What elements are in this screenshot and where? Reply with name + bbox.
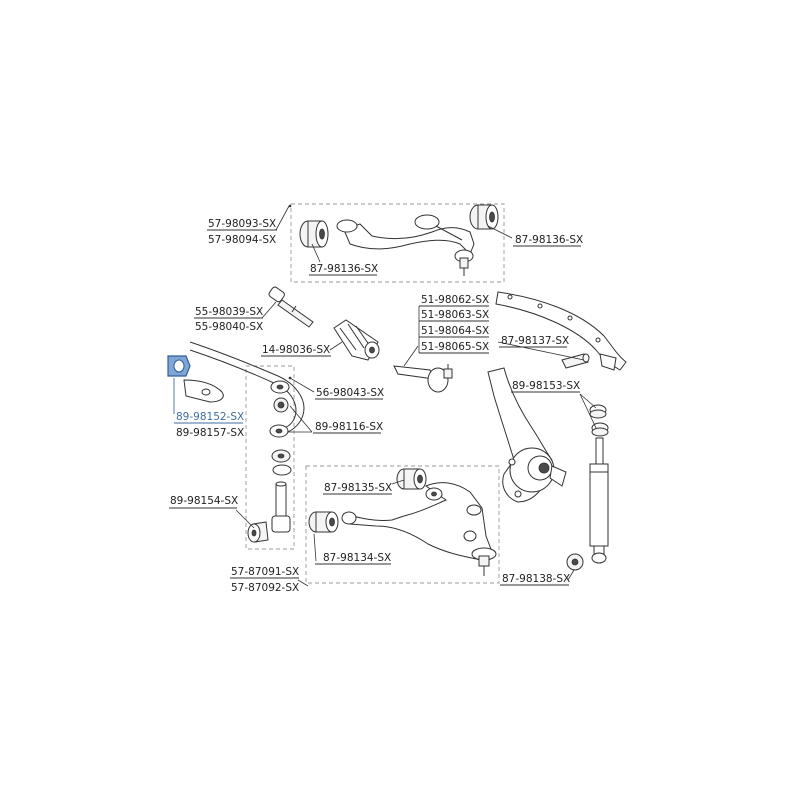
- stabilizer-link-washer-1[interactable]: [273, 397, 289, 413]
- outer-tie-rod-end[interactable]: [393, 364, 453, 393]
- upper-arm-bushing-left[interactable]: [299, 220, 329, 248]
- label-57-98094[interactable]: 57-98094-SX: [208, 234, 276, 246]
- label-57-87092[interactable]: 57-87092-SX: [231, 582, 299, 594]
- label-55-98040[interactable]: 55-98040-SX: [195, 321, 263, 333]
- lower-arm-bushing-small[interactable]: [247, 521, 269, 543]
- stabilizer-link-bushing-top[interactable]: [270, 380, 290, 394]
- strut-bar[interactable]: [495, 291, 627, 371]
- part-number-labels: 57-98093-SX 57-98094-SX 87-98136-SX 87-9…: [169, 218, 583, 594]
- label-89-98116[interactable]: 89-98116-SX: [315, 421, 383, 433]
- upper-ball-joint[interactable]: [454, 249, 474, 276]
- label-89-98157[interactable]: 89-98157-SX: [176, 427, 244, 439]
- label-56-98043[interactable]: 56-98043-SX: [316, 387, 384, 399]
- label-51-98062[interactable]: 51-98062-SX: [421, 294, 489, 306]
- label-89-98154[interactable]: 89-98154-SX: [170, 495, 238, 507]
- label-87-98137[interactable]: 87-98137-SX: [501, 335, 569, 347]
- stabilizer-link-group-box: [245, 365, 295, 550]
- label-57-98093[interactable]: 57-98093-SX: [208, 218, 276, 230]
- lower-arm-body[interactable]: [342, 482, 493, 561]
- steering-rack-boot[interactable]: [333, 319, 380, 361]
- shock-absorber-bushing-bottom[interactable]: [566, 553, 584, 571]
- stabilizer-bar[interactable]: [189, 341, 305, 433]
- stabilizer-link-bushing-lower[interactable]: [271, 449, 292, 476]
- label-51-98065[interactable]: 51-98065-SX: [421, 341, 489, 353]
- label-87-98136-upper-right[interactable]: 87-98136-SX: [515, 234, 583, 246]
- label-87-98138[interactable]: 87-98138-SX: [502, 573, 570, 585]
- label-57-87091[interactable]: 57-87091-SX: [231, 566, 299, 578]
- upper-arm-body[interactable]: [343, 223, 475, 255]
- label-89-98153[interactable]: 89-98153-SX: [512, 380, 580, 392]
- label-87-98134[interactable]: 87-98134-SX: [323, 552, 391, 564]
- shock-absorber[interactable]: [589, 437, 609, 564]
- label-55-98039[interactable]: 55-98039-SX: [195, 306, 263, 318]
- lower-arm-group-box: [305, 465, 500, 584]
- label-87-98135[interactable]: 87-98135-SX: [324, 482, 392, 494]
- stabilizer-link-rod[interactable]: [271, 481, 291, 533]
- label-87-98136-upper-left[interactable]: 87-98136-SX: [310, 263, 378, 275]
- upper-arm-bushing-right[interactable]: [469, 204, 499, 230]
- label-51-98064[interactable]: 51-98064-SX: [421, 325, 489, 337]
- lower-arm-bushing-right[interactable]: [396, 468, 427, 490]
- upper-arm-group-box: [290, 203, 505, 283]
- label-89-98152-highlighted[interactable]: 89-98152-SX: [176, 411, 244, 423]
- shock-absorber-bushings-top[interactable]: [589, 404, 609, 437]
- steering-knuckle[interactable]: [487, 367, 567, 503]
- label-51-98063[interactable]: 51-98063-SX: [421, 309, 489, 321]
- inner-tie-rod[interactable]: [268, 286, 314, 328]
- stabilizer-bushing-highlighted[interactable]: [167, 355, 191, 377]
- stabilizer-link-bushing-mid[interactable]: [269, 424, 289, 438]
- lower-ball-joint[interactable]: [471, 547, 497, 576]
- upper-control-arm-assembly[interactable]: [299, 204, 499, 276]
- lower-arm-bushing-left[interactable]: [308, 511, 339, 533]
- strut-bar-bushing[interactable]: [561, 353, 590, 369]
- stabilizer-bracket[interactable]: [183, 379, 224, 403]
- label-14-98036[interactable]: 14-98036-SX: [262, 344, 330, 356]
- leader-lines: [173, 204, 597, 587]
